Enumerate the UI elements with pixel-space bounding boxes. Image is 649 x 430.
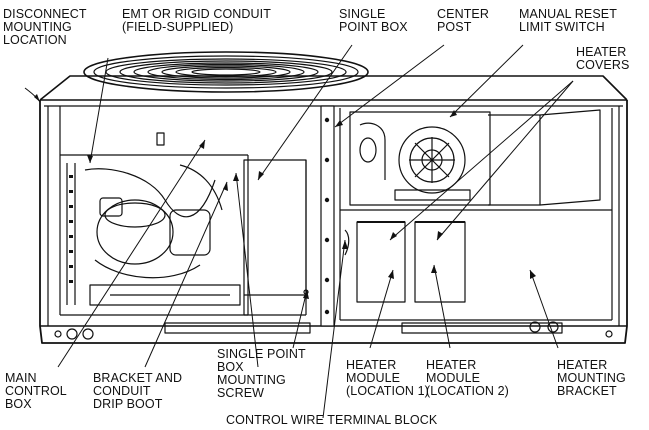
label-main-control-box: MAIN CONTROL BOX: [5, 371, 67, 411]
label-center-post: CENTER POST: [437, 7, 489, 34]
label-control-wire-terminal-block: CONTROL WIRE TERMINAL BLOCK: [226, 413, 438, 427]
label-conduit: EMT OR RIGID CONDUIT (FIELD-SUPPLIED): [122, 7, 271, 34]
center-post: [320, 105, 335, 327]
arrowheads: [34, 94, 536, 299]
heater-compartment: [339, 108, 613, 321]
condenser-fan-icon: [83, 51, 369, 93]
label-heater-covers: HEATER COVERS: [576, 45, 630, 72]
label-heater-module-location-2: HEATER MODULE (LOCATION 2): [426, 358, 509, 398]
label-disconnect-mounting-location: DISCONNECT MOUNTING LOCATION: [3, 7, 87, 47]
label-manual-reset-limit-switch: MANUAL RESET LIMIT SWITCH: [519, 7, 617, 34]
leader-lines: [24, 44, 574, 419]
label-single-point-box-mounting-screw: SINGLE POINT BOX MOUNTING SCREW: [217, 347, 306, 400]
label-heater-mounting-bracket: HEATER MOUNTING BRACKET: [557, 358, 626, 398]
label-heater-module-location-1: HEATER MODULE (LOCATION 1): [346, 358, 429, 398]
label-single-point-box: SINGLE POINT BOX: [339, 7, 408, 34]
cabinet-outline: [39, 75, 628, 344]
single-point-box: [243, 159, 309, 316]
label-bracket-and-conduit-drip-boot: BRACKET AND CONDUIT DRIP BOOT: [93, 371, 183, 411]
compressor-compartment: [59, 106, 249, 316]
